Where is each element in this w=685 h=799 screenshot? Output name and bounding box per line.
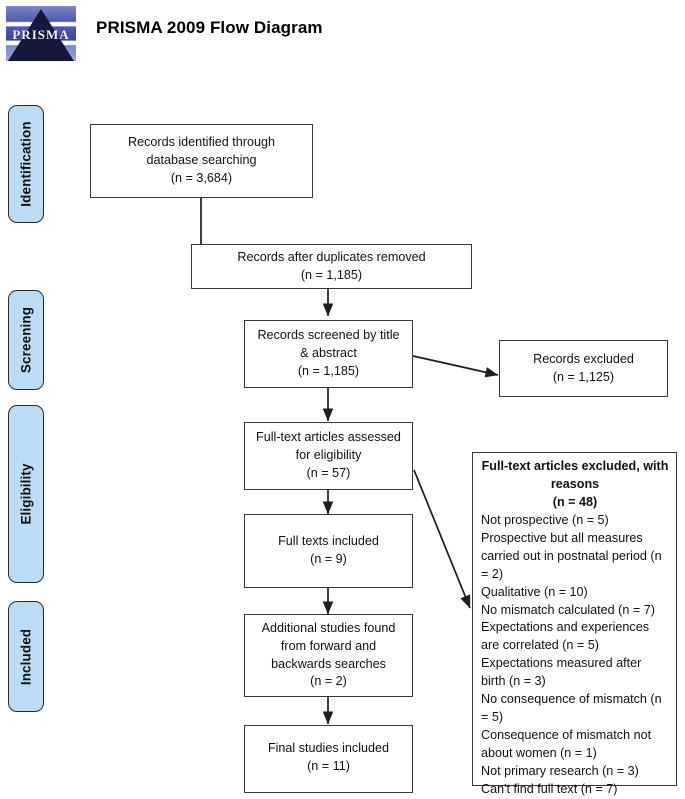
box-fulltext-included-line-2: (n = 9) xyxy=(310,552,347,566)
phase-tab-included: Included xyxy=(8,601,44,712)
box-records-excluded: Records excluded (n = 1,125) xyxy=(499,340,668,397)
box-final-studies: Final studies included (n = 11) xyxy=(244,725,413,793)
box-records-screened: Records screened by title & abstract (n … xyxy=(244,320,413,388)
box-records-screened-line-3: (n = 1,185) xyxy=(297,363,360,378)
prisma-logo-triangle xyxy=(8,9,74,61)
reasons-heading-count: (n = 48) xyxy=(552,494,598,509)
reason-item: No consequence of mismatch (n = 5) xyxy=(481,692,662,725)
phase-tab-eligibility-label: Eligibility xyxy=(18,463,34,525)
prisma-logo: PRISMA xyxy=(6,6,76,61)
prisma-logo-wordmark: PRISMA xyxy=(12,27,70,42)
box-records-identified: Records identified through database sear… xyxy=(90,124,313,198)
box-additional-studies-line-1: Additional studies found xyxy=(261,620,396,635)
reasons-heading-line-2: reasons xyxy=(550,476,600,491)
reason-item: No mismatch calculated (n = 7) xyxy=(481,602,655,617)
box-fulltext-assessed: Full-text articles assessed for eligibil… xyxy=(244,422,413,490)
box-fulltext-assessed-line-3: (n = 57) xyxy=(306,465,351,480)
box-records-identified-line-2: database searching xyxy=(146,153,257,168)
box-records-after-duplicates: Records after duplicates removed (n = 1,… xyxy=(191,244,472,289)
box-fulltext-included-line-1: Full texts included xyxy=(278,534,379,549)
phase-tab-identification: Identification xyxy=(8,105,44,223)
reason-item: Consequence of mismatch not about women … xyxy=(481,728,652,760)
reason-item: Can't find full text (n = 7) xyxy=(481,781,618,796)
box-final-studies-line-2: (n = 11) xyxy=(307,758,350,773)
box-records-excluded-line-1: Records excluded xyxy=(533,351,634,366)
box-records-identified-line-1: Records identified through xyxy=(127,135,276,150)
box-records-after-duplicates-line-2: (n = 1,185) xyxy=(300,267,363,282)
box-fulltext-included: Full texts included (n = 9) xyxy=(244,514,413,588)
box-additional-studies: Additional studies found from forward an… xyxy=(244,614,413,697)
reason-item: Expectations and experiences are correla… xyxy=(481,620,650,653)
phase-tab-included-label: Included xyxy=(18,628,34,685)
reason-item: Expectations measured after birth (n = 3… xyxy=(481,656,642,689)
box-additional-studies-line-3: backwards searches xyxy=(271,656,386,671)
box-fulltext-assessed-line-1: Full-text articles assessed xyxy=(256,430,401,445)
reason-item: Not primary research (n = 3) xyxy=(481,763,639,778)
phase-tab-screening-label: Screening xyxy=(18,306,34,374)
box-fulltext-assessed-line-2: for eligibility xyxy=(295,448,362,463)
phase-tab-screening: Screening xyxy=(8,290,44,390)
box-additional-studies-line-2: from forward and xyxy=(280,638,377,653)
reasons-heading-line-1: Full-text articles excluded, with xyxy=(481,459,669,473)
box-additional-studies-line-4: (n = 2) xyxy=(310,674,347,689)
box-records-excluded-line-2: (n = 1,125) xyxy=(552,369,615,384)
reason-item: Prospective but all measures carried out… xyxy=(481,530,662,581)
box-records-screened-line-1: Records screened by title xyxy=(257,328,400,343)
box-final-studies-line-1: Final studies included xyxy=(267,741,390,755)
reason-item: Not prospective (n = 5) xyxy=(481,512,609,527)
box-records-identified-line-3: (n = 3,684) xyxy=(170,170,233,185)
box-records-after-duplicates-line-1: Records after duplicates removed xyxy=(237,249,426,264)
phase-tab-identification-label: Identification xyxy=(18,121,34,207)
box-fulltext-excluded-reasons: Full-text articles excluded, with reason… xyxy=(472,452,677,796)
phase-tab-eligibility: Eligibility xyxy=(8,405,44,583)
reason-item: Qualitative (n = 10) xyxy=(481,584,588,599)
page-title: PRISMA 2009 Flow Diagram xyxy=(96,18,323,37)
box-records-screened-line-2: & abstract xyxy=(300,346,357,361)
